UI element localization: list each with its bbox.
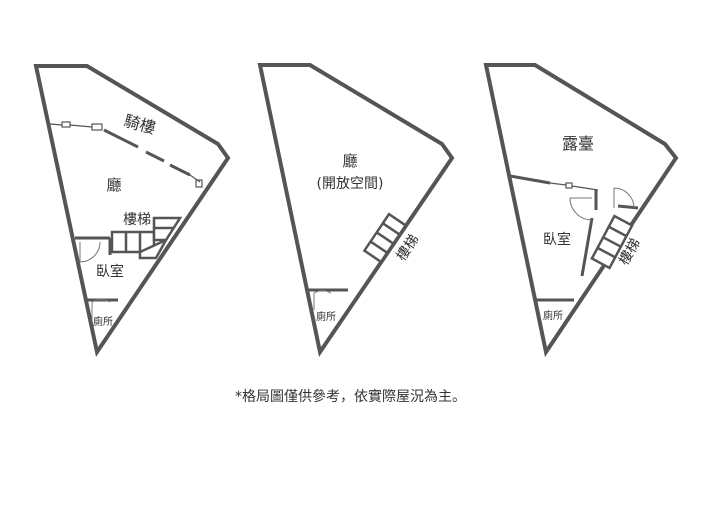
label-hall: 廳 <box>342 152 357 170</box>
toilet-door <box>91 299 111 320</box>
label-bedroom: 臥室 <box>543 231 571 248</box>
label-toilet: 廁所 <box>316 310 336 323</box>
label-terrace: 露臺 <box>562 134 594 153</box>
terrace-wall-right <box>617 204 639 210</box>
footnote: *格局圖僅供參考，依實際屋況為主。 <box>235 389 466 405</box>
stairs-1 <box>110 216 183 260</box>
plan-1-outline <box>33 64 231 358</box>
stairs-2 <box>362 212 408 264</box>
label-hall: 廳 <box>106 176 121 194</box>
bedroom-door <box>79 241 101 263</box>
plan-2-outline <box>257 63 455 358</box>
label-hall-note: (開放空間) <box>317 176 384 192</box>
bedroom-wall-right <box>580 217 594 277</box>
floor-plan-1: 騎樓 廳 樓梯 臥室 廁所 <box>33 64 231 358</box>
floor-plan-2: 廳 (開放空間) 樓梯 廁所 <box>257 63 455 358</box>
plan-3-outline <box>483 63 679 358</box>
terrace-wall <box>509 174 551 185</box>
bedroom-door <box>569 197 593 221</box>
floor-plan-3: 露臺 臥室 樓梯 廁所 <box>483 63 679 358</box>
label-toilet: 廁所 <box>543 309 563 322</box>
arcade-boundary <box>49 121 203 188</box>
label-bedroom: 臥室 <box>96 263 124 280</box>
terrace-door <box>613 187 635 209</box>
label-arcade: 騎樓 <box>122 111 158 138</box>
toilet-door <box>313 290 332 310</box>
label-toilet: 廁所 <box>93 315 113 328</box>
stairs-3 <box>590 214 634 270</box>
label-stairs: 樓梯 <box>123 212 151 228</box>
